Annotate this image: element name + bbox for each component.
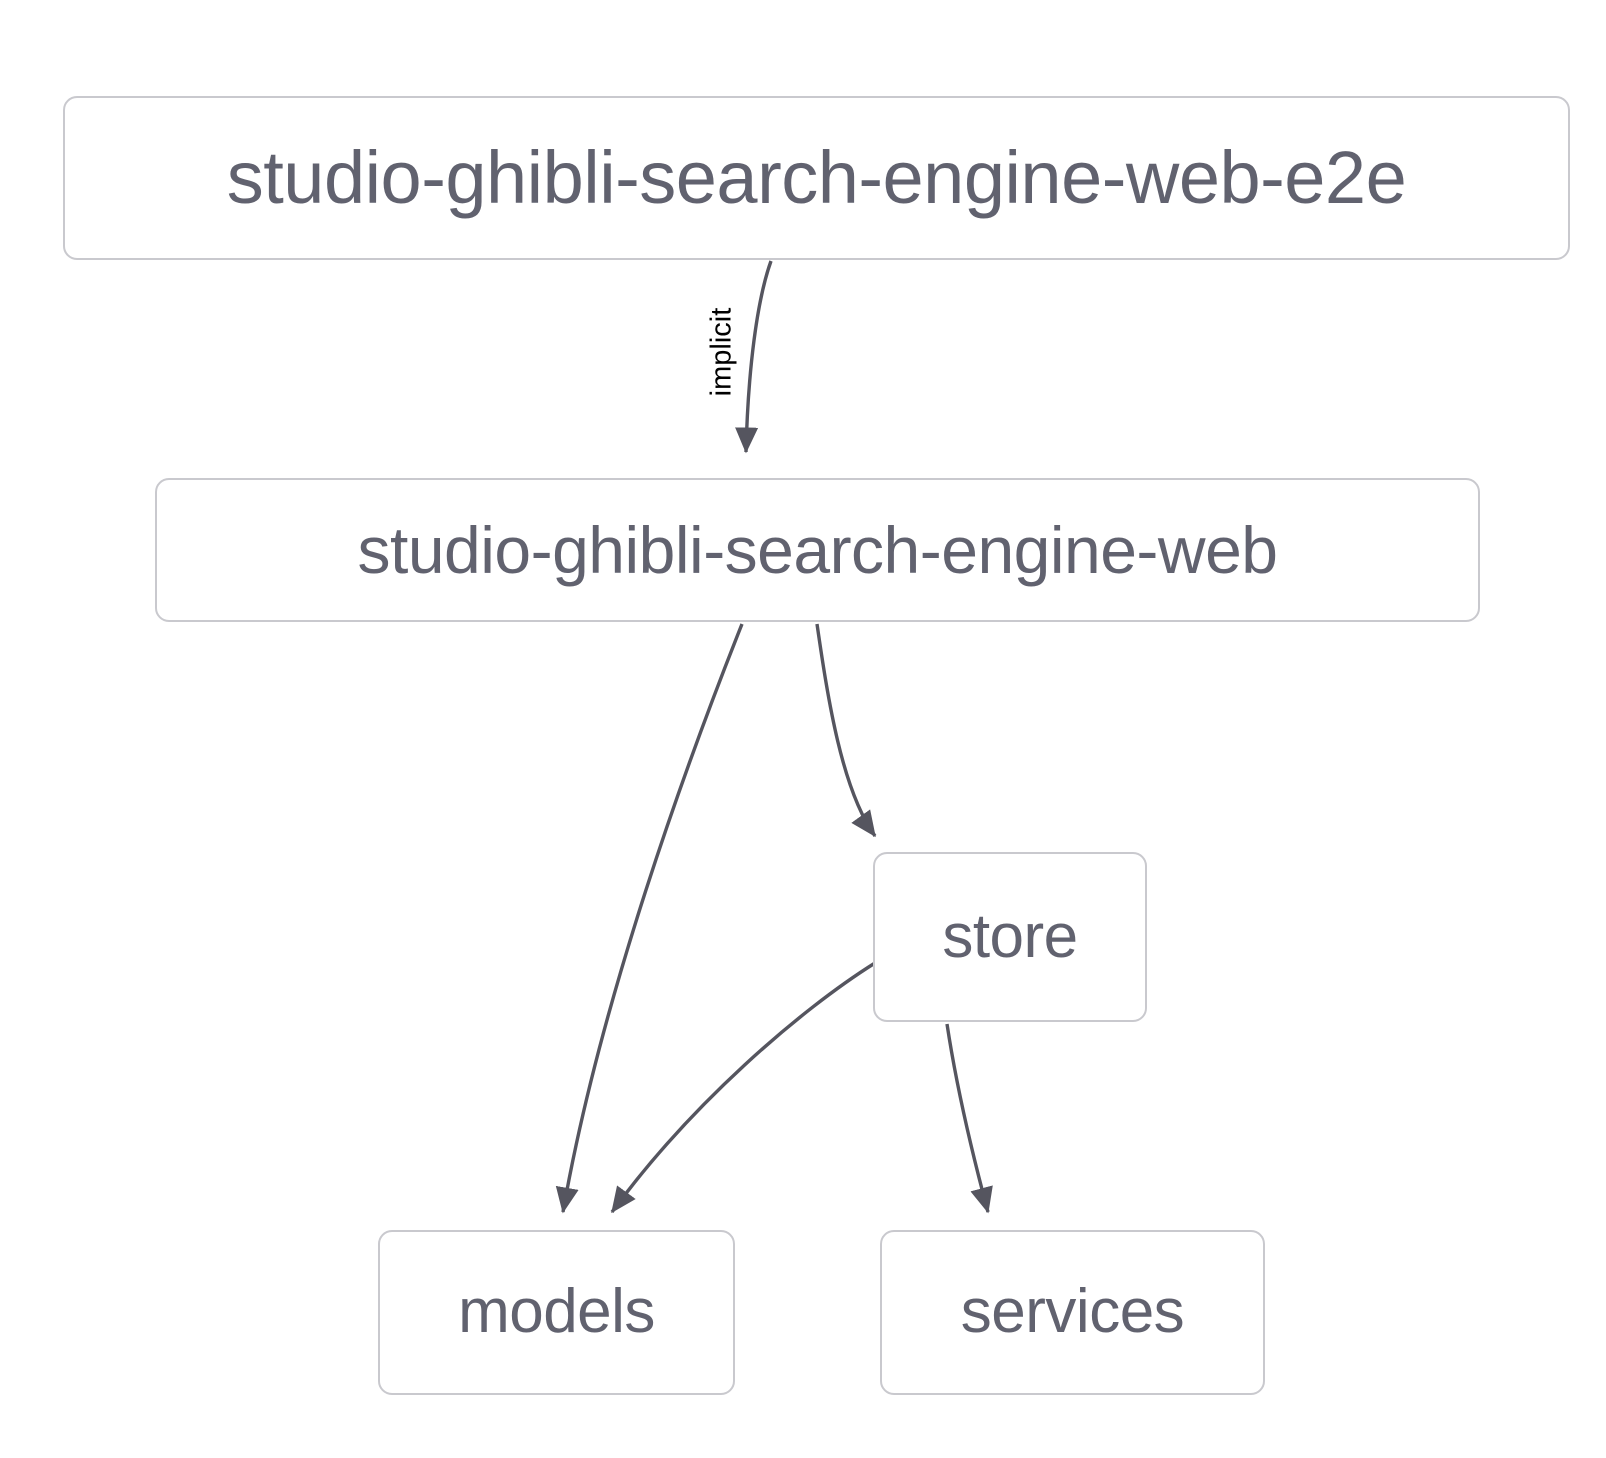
- edge-web-to-models: [555, 623, 744, 1214]
- node-label: models: [458, 1277, 655, 1347]
- edge-store-to-models: [610, 961, 876, 1214]
- edge-web-e2e-to-web: [735, 260, 773, 454]
- node-services[interactable]: services: [880, 1230, 1265, 1395]
- node-models[interactable]: models: [378, 1230, 735, 1395]
- edge-label-implicit: implicit: [705, 307, 738, 397]
- edge-web-to-store: [815, 623, 877, 838]
- node-label: store: [942, 901, 1078, 971]
- node-label: studio-ghibli-search-engine-web: [357, 512, 1278, 587]
- node-label: studio-ghibli-search-engine-web-e2e: [226, 136, 1407, 220]
- node-label: services: [960, 1277, 1185, 1347]
- node-studio-ghibli-search-engine-web[interactable]: studio-ghibli-search-engine-web: [155, 478, 1480, 622]
- node-store[interactable]: store: [873, 852, 1147, 1022]
- edge-store-to-services: [945, 1023, 993, 1214]
- node-studio-ghibli-search-engine-web-e2e[interactable]: studio-ghibli-search-engine-web-e2e: [63, 96, 1570, 260]
